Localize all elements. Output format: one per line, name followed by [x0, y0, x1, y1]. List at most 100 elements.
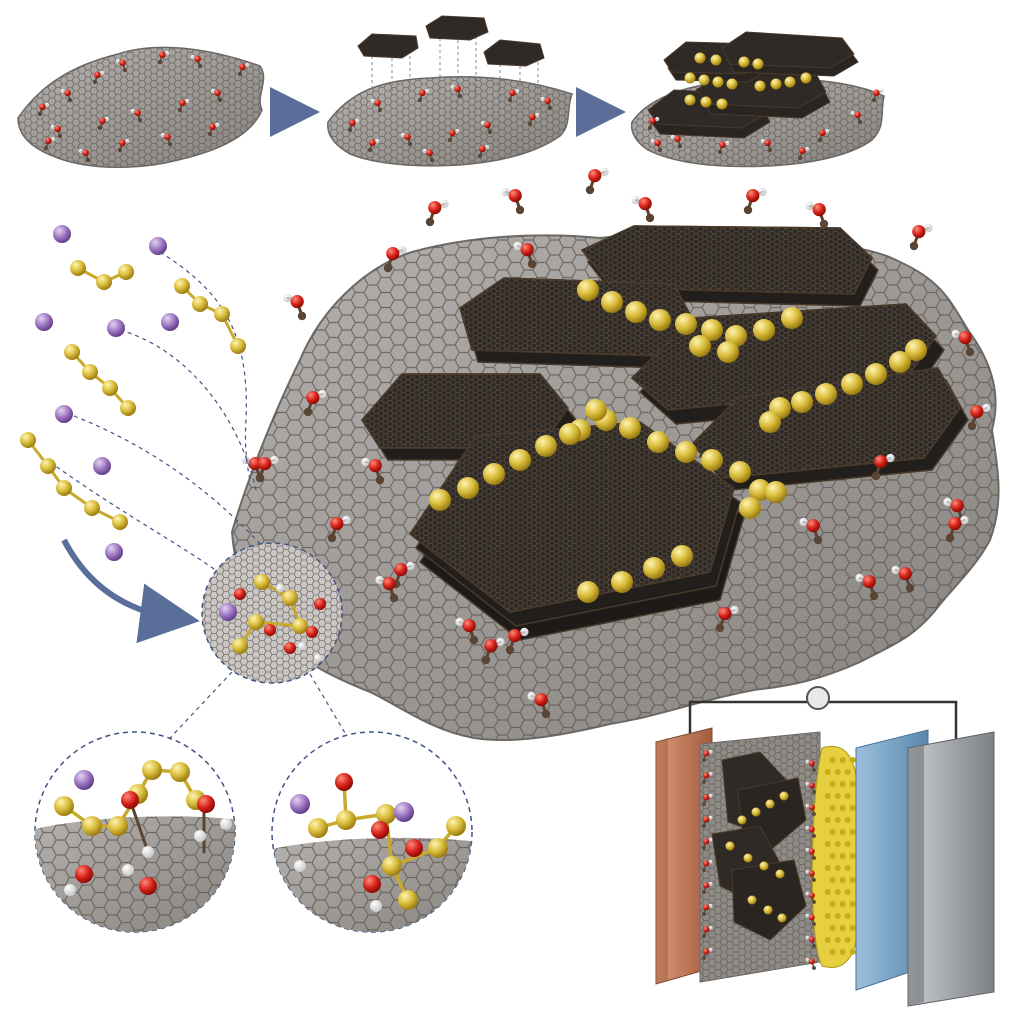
sulfur-atom — [694, 52, 706, 64]
carbon-atom — [67, 97, 73, 103]
carbon-atom — [715, 623, 725, 633]
carbon-atom — [871, 471, 881, 481]
oxygen-atom — [139, 877, 157, 895]
sulfur-atom — [625, 301, 647, 323]
carbon-atom — [819, 219, 829, 229]
carbon-atom — [812, 966, 816, 970]
carbon-atom — [702, 758, 706, 762]
oxygen-atom — [674, 135, 681, 143]
inset-bonding-left — [34, 731, 236, 933]
sulfur-atom — [120, 400, 136, 416]
carbon-atom — [909, 241, 919, 251]
pore — [839, 925, 846, 931]
carbon-atom — [117, 147, 123, 153]
carbon-atom — [237, 71, 243, 77]
sulfur-atom — [643, 557, 665, 579]
pore — [839, 949, 846, 955]
carbon-atom — [945, 533, 955, 543]
oxygen-atom — [214, 89, 221, 97]
carbon-atom — [469, 635, 479, 645]
pore — [844, 793, 851, 799]
carbon-atom — [812, 878, 816, 882]
oxygen-atom — [209, 123, 216, 131]
carbon-atom — [197, 63, 203, 69]
sulfur-atom — [483, 463, 505, 485]
pore — [849, 757, 856, 763]
polysulfide-chains — [20, 225, 263, 644]
oxygen-atom — [950, 499, 964, 513]
sulfur-atom — [800, 72, 812, 84]
sulfur-atom — [725, 841, 735, 851]
oxygen-atom — [39, 103, 46, 111]
sulfur-atom — [684, 94, 696, 106]
sulfur-atom — [759, 861, 769, 871]
sulfur-atom — [717, 341, 739, 363]
load-node — [806, 686, 830, 710]
pore — [824, 769, 831, 775]
sulfur-atom — [649, 309, 671, 331]
sulfur-atom — [784, 76, 796, 88]
carbon-atom — [122, 67, 128, 73]
oxygen-atom — [508, 189, 522, 203]
sulfur-atom — [82, 364, 98, 380]
pore — [839, 853, 846, 859]
carbon-atom — [481, 655, 491, 665]
oxygen-atom — [234, 588, 246, 600]
sulfur-atom — [214, 306, 230, 322]
carbon-atom — [812, 790, 816, 794]
oxygen-atom — [248, 457, 262, 471]
carbon-atom — [177, 107, 183, 113]
carbon-atom — [407, 141, 413, 147]
carbon-atom — [507, 97, 513, 103]
sulfur-atom — [689, 335, 711, 357]
oxygen-atom — [369, 139, 376, 147]
sulfur-atom — [446, 816, 466, 836]
sulfur-atom — [775, 869, 785, 879]
oxygen-atom — [335, 773, 353, 791]
sulfur-atom — [230, 338, 246, 354]
pore — [834, 817, 841, 823]
carbon-atom — [657, 147, 663, 153]
pore — [844, 937, 851, 943]
carbon-atom — [647, 125, 653, 131]
oxygen-atom — [808, 826, 815, 833]
oxygen-atom — [179, 99, 186, 107]
hydrogen-atom — [314, 654, 322, 662]
oxygen-atom — [239, 63, 246, 71]
oxygen-atom — [703, 882, 710, 889]
carbon-atom — [812, 812, 816, 816]
sulfur-atom — [675, 313, 697, 335]
sulfur-atom — [765, 481, 787, 503]
hydrogen-atom — [370, 900, 382, 912]
sulfur-atom — [747, 895, 757, 905]
oxygen-atom — [873, 89, 880, 97]
oxygen-atom — [808, 958, 815, 965]
zoom-anchoring — [169, 542, 349, 739]
carbon-atom — [702, 912, 706, 916]
carbon-atom — [377, 107, 383, 113]
carbon-atom — [585, 185, 595, 195]
sulfur-atom — [170, 762, 190, 782]
oxygen-atom — [808, 848, 815, 855]
pore — [849, 805, 856, 811]
graphene-oxide-sheet — [17, 46, 265, 168]
carbon-atom — [505, 645, 515, 655]
carbon-atom — [527, 259, 537, 269]
carbon-atom — [812, 768, 816, 772]
sulfur-atom — [684, 72, 696, 84]
oxygen-atom — [330, 517, 344, 531]
oxygen-atom — [588, 169, 602, 183]
carbon-atom — [37, 111, 43, 117]
oxygen-atom — [75, 865, 93, 883]
pore — [849, 853, 856, 859]
oxygen-atom — [462, 619, 476, 633]
sulfur-atom — [716, 98, 728, 110]
sulfur-atom — [765, 799, 775, 809]
pore — [834, 841, 841, 847]
sulfur-atom — [889, 351, 911, 373]
sulfur-atom — [777, 913, 787, 923]
oxygen-atom — [649, 117, 656, 125]
pore — [824, 937, 831, 943]
sulfur-atom — [770, 78, 782, 90]
carbon-atom — [702, 868, 706, 872]
